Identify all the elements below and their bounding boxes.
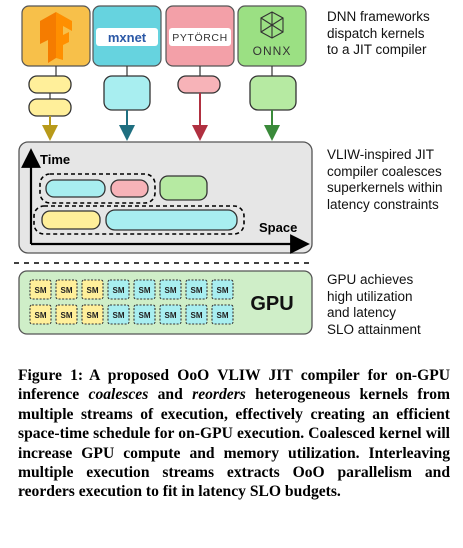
sm-unit (29, 304, 52, 325)
mxnet-logo-label: mxnet (108, 30, 147, 45)
time-axis-label: Time (40, 152, 70, 167)
onnx-logo-icon (260, 11, 284, 39)
sm-unit (55, 304, 78, 325)
note-line: GPU achieves (327, 272, 414, 287)
coalesced-kernel-cyan-small (45, 179, 106, 198)
sm-label: SM (87, 286, 99, 295)
jit-compiler-panel: Time Space (18, 141, 313, 254)
sm-label: SM (113, 311, 125, 320)
superkernel-top (39, 173, 156, 204)
note-line: superkernels within (327, 180, 443, 195)
caption-text: and (148, 386, 193, 404)
gpu-label: GPU (250, 293, 293, 315)
coalesced-kernel-red (110, 179, 149, 198)
sm-unit (159, 279, 182, 300)
sm-label: SM (35, 311, 47, 320)
framework-mxnet: mxnet (92, 5, 162, 141)
sm-unit (211, 304, 234, 325)
note-line: VLIW-inspired JIT (327, 147, 435, 162)
sm-unit (29, 279, 52, 300)
note-line: and latency (327, 305, 397, 320)
framework-onnx: ONNX (237, 5, 307, 141)
tensorflow-logo-icon (40, 12, 72, 63)
sm-label: SM (61, 286, 73, 295)
onnx-logo-label: ONNX (253, 44, 292, 58)
architecture-diagram: mxnet PYTÖRCH ONNX Time Space (14, 5, 314, 335)
space-axis-label: Space (259, 220, 297, 235)
superkernel-bottom (33, 205, 245, 235)
sm-unit (81, 279, 104, 300)
sm-grid: SM SM SM SM SM SM SM SM SM SM SM SM SM SM SM SM (29, 279, 234, 325)
caption-text: A proposed OoO VLIW JIT compiler for on-… (18, 367, 451, 404)
sm-unit (133, 304, 156, 325)
sm-label: SM (191, 286, 203, 295)
note-line: dispatch kernels (327, 25, 425, 41)
note-line: high utilization (327, 288, 413, 304)
note-line: DNN frameworks (327, 9, 430, 24)
sm-unit (185, 279, 208, 300)
kernel-green (159, 175, 208, 201)
kernel-mxnet-1 (103, 75, 151, 111)
caption-text: heterogeneous kernels from multiple stre… (18, 386, 450, 501)
sm-label: SM (113, 286, 125, 295)
sm-label: SM (217, 311, 229, 320)
sm-label: SM (139, 311, 151, 320)
sm-unit (133, 279, 156, 300)
framework-tensorflow (21, 5, 91, 141)
note-compiler: VLIW-inspired JIT compiler coalesces sup… (327, 147, 443, 213)
sm-label: SM (165, 311, 177, 320)
caption-figure-number: Figure 1: (18, 367, 84, 384)
framework-pytorch: PYTÖRCH (165, 5, 235, 141)
sm-unit (159, 304, 182, 325)
sm-label: SM (139, 286, 151, 295)
sm-label: SM (61, 311, 73, 320)
gpu-panel: SM SM SM SM SM SM SM SM SM SM SM SM SM SM SM SM GPU (18, 270, 313, 335)
sm-unit (55, 279, 78, 300)
sm-unit (81, 304, 104, 325)
pytorch-logo-label: PYTÖRCH (172, 32, 228, 44)
kernel-pytorch-1 (177, 75, 221, 94)
sm-unit (211, 279, 234, 300)
sm-label: SM (165, 286, 177, 295)
kernel-onnx-1 (249, 75, 297, 111)
note-line: compiler coalesces (327, 163, 442, 179)
sm-unit (107, 279, 130, 300)
note-gpu: GPU achieves high utilization and latenc… (327, 272, 421, 338)
note-line: latency constraints (327, 196, 439, 212)
sm-label: SM (191, 311, 203, 320)
kernel-tf-1 (28, 75, 72, 94)
kernel-tf-2 (28, 98, 72, 117)
sm-unit (107, 304, 130, 325)
sm-label: SM (217, 286, 229, 295)
note-line: to a JIT compiler (327, 42, 427, 57)
note-line: SLO attainment (327, 321, 421, 337)
sm-label: SM (87, 311, 99, 320)
sm-unit (185, 304, 208, 325)
figure-caption: Figure 1:A proposed OoO VLIW JIT compile… (18, 366, 450, 502)
sm-label: SM (35, 286, 47, 295)
coalesced-kernel-yellow (41, 210, 101, 230)
caption-emphasis: reorders (192, 386, 246, 404)
note-frameworks: DNN frameworks dispatch kernels to a JIT… (327, 9, 430, 59)
coalesced-kernel-cyan-large (105, 209, 238, 231)
caption-emphasis: coalesces (88, 386, 149, 404)
